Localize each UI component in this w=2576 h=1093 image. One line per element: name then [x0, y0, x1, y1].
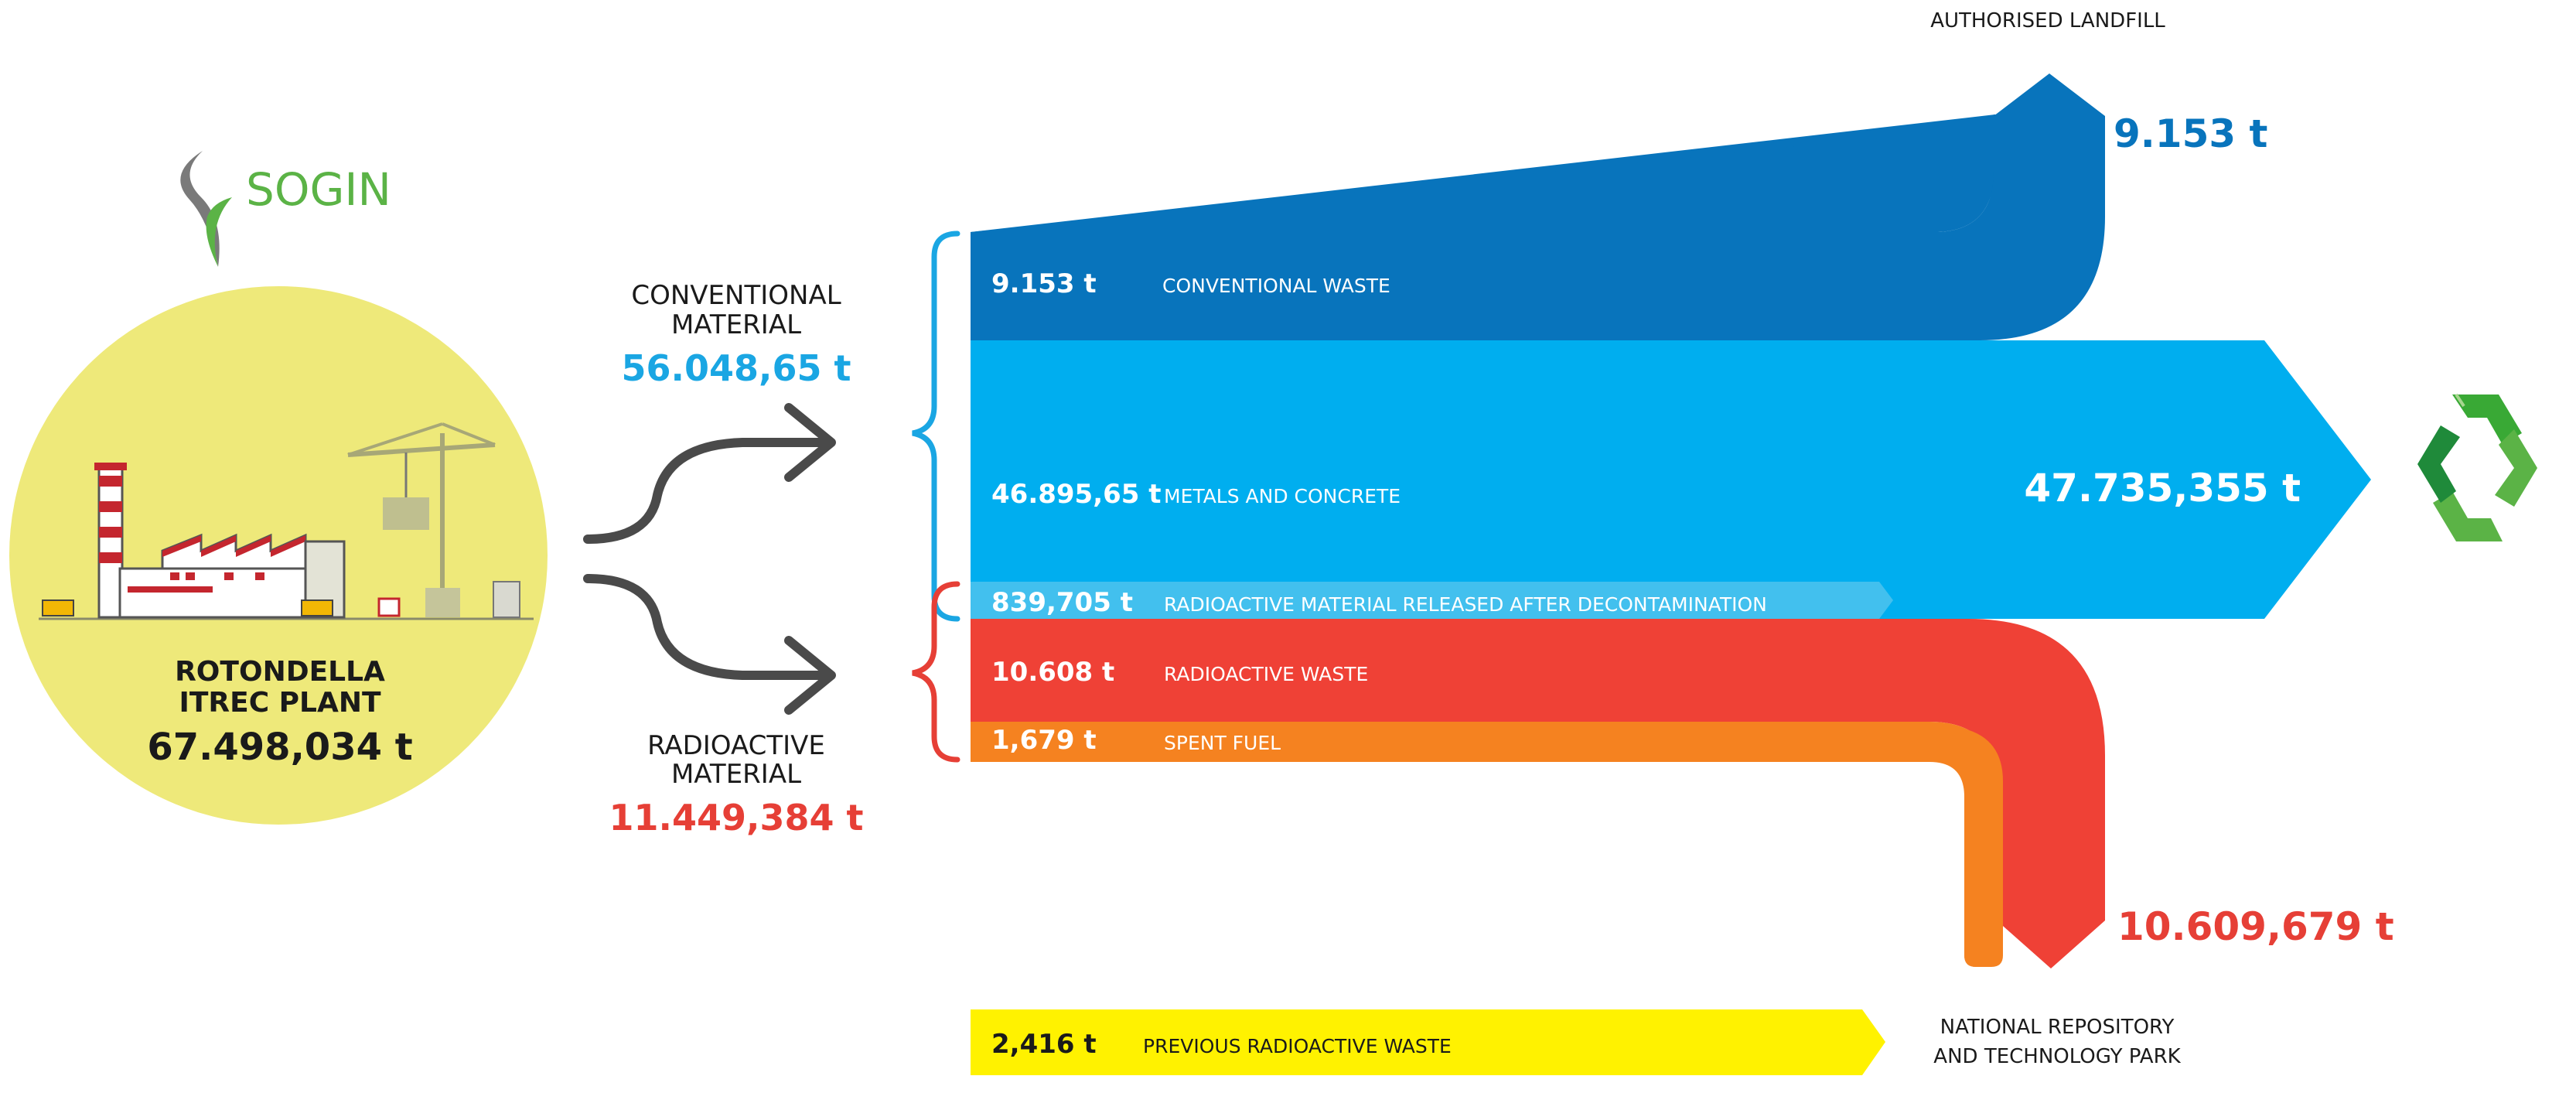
flow-amount-spent-fuel: 1,679 t [991, 725, 1097, 756]
recycle-icon [2417, 393, 2537, 541]
spent-fuel-band [971, 722, 1997, 967]
factory-illustration [39, 422, 534, 620]
arrow-to-radioactive-head [784, 636, 836, 715]
plant-name-line1: ROTONDELLA [175, 656, 385, 688]
conventional-waste-arrow-band [971, 73, 2105, 340]
conventional-label-line2: MATERIAL [671, 309, 801, 340]
arrow-to-conventional [583, 438, 832, 544]
radioactive-waste-band [971, 619, 2105, 968]
flow-label-spent-fuel: SPENT FUEL [1164, 732, 1281, 754]
flow-amount-radioactive-waste: 10.608 t [991, 657, 1114, 688]
decontamination-band [971, 582, 1893, 619]
conventional-amount: 56.048,65 t [621, 347, 851, 389]
arrow-to-radioactive [583, 574, 832, 680]
conventional-label-line1: CONVENTIONAL [631, 280, 841, 311]
flow-amount-metals-concrete: 46.895,65 t [991, 479, 1162, 510]
flow-label-radioactive-waste: RADIOACTIVE WASTE [1164, 663, 1368, 685]
sogin-brand-text: SOGIN [246, 163, 391, 216]
repository-amount: 10.609,679 t [2117, 904, 2394, 949]
radioactive-amount: 11.449,384 t [609, 797, 863, 839]
previous-waste-band [971, 1009, 1885, 1075]
plant-total: 67.498,034 t [147, 726, 412, 769]
flow-amount-decontamination: 839,705 t [991, 587, 1133, 618]
repository-label-line1: NATIONAL REPOSITORY [1940, 1016, 2175, 1039]
metals-concrete-band [971, 340, 2371, 619]
repository-label-line2: AND TECHNOLOGY PARK [1933, 1045, 2181, 1068]
plant-name-line2: ITREC PLANT [179, 687, 381, 719]
flow-amount-previous-waste: 2,416 t [991, 1029, 1097, 1060]
landfill-amount: 9.153 t [2114, 111, 2267, 156]
radioactive-label-line1: RADIOACTIVE [647, 730, 825, 761]
arrow-to-conventional-head [784, 403, 836, 482]
flow-label-conventional-waste: CONVENTIONAL WASTE [1162, 275, 1390, 297]
sogin-logo-mark [180, 151, 220, 267]
sogin-logo [180, 151, 232, 267]
landfill-label: AUTHORISED LANDFILL [1930, 9, 2165, 32]
conventional-waste-flow [971, 114, 2103, 232]
flow-amount-conventional-waste: 9.153 t [991, 268, 1097, 299]
sogin-logo-mark-green [206, 197, 232, 267]
conventional-brace [912, 231, 960, 622]
radioactive-label-line2: MATERIAL [671, 759, 801, 790]
recycling-amount: 47.735,355 t [2024, 466, 2301, 511]
flow-label-decontamination: RADIOACTIVE MATERIAL RELEASED AFTER DECO… [1164, 593, 1767, 616]
spent-fuel-stem [1929, 727, 2003, 967]
flow-label-metals-concrete: METALS AND CONCRETE [1164, 485, 1401, 507]
radioactive-brace [912, 581, 960, 763]
flow-label-previous-waste: PREVIOUS RADIOACTIVE WASTE [1143, 1035, 1452, 1057]
